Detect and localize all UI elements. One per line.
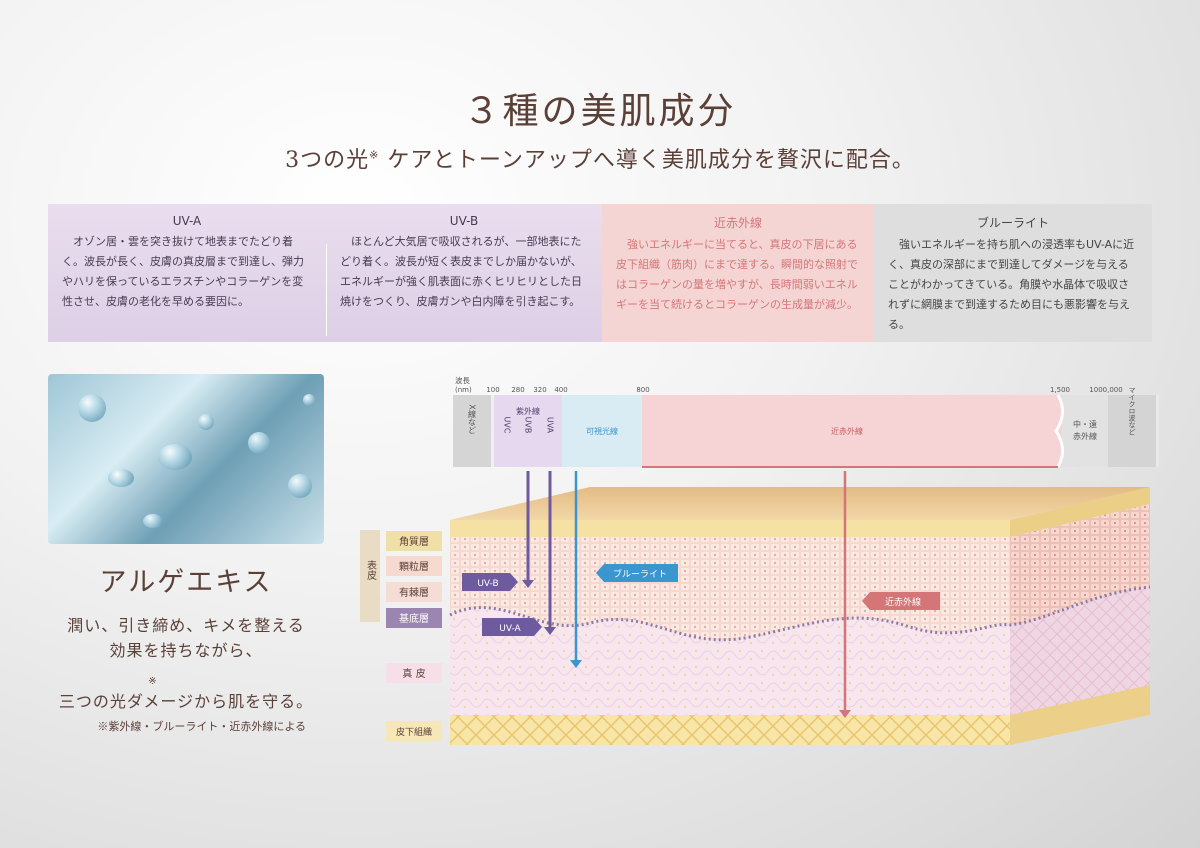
uvb-tag-label: UV-B: [477, 579, 498, 589]
info-box-uvb: UV-B ほとんど大気居で吸収されるが、一部地表にたどり着く。波長が短く表皮まで…: [326, 204, 602, 342]
light-penetration-diagram: 波長 (nm) 100 280 320 400 800 1,500 1000,0…: [360, 375, 1159, 745]
tick-label: 100: [486, 386, 499, 394]
skin-top-surface: [450, 487, 1150, 520]
subtitle-pre: 3つの光: [285, 148, 370, 173]
water-drop: [303, 394, 315, 406]
blue-light-tag: [596, 564, 678, 582]
uva-tag-label: UV-A: [499, 624, 521, 634]
layer-label-granular: 顆粒層: [399, 560, 429, 573]
ingredient-footnote: ※紫外線・ブルーライト・近赤外線による: [97, 720, 306, 733]
layer-box-spinous: [386, 582, 442, 602]
water-drop: [158, 444, 192, 470]
mid-far-ir-label-2: 赤外線: [1073, 431, 1097, 441]
info-box-text: 強いエネルギーを持ち肌への浸透率もUV-Aに近く、真皮の深部にまで到達してダメー…: [888, 238, 1135, 331]
uv-label: 紫外線: [516, 406, 540, 416]
layer-label-basal: 基底層: [399, 612, 429, 625]
dermis: [450, 607, 1010, 715]
penetration-arrows: [522, 471, 851, 718]
blue-light-tag-label: ブルーライト: [613, 568, 667, 580]
info-box-heading: UV-A: [172, 214, 202, 228]
stratum-corneum-side: [1010, 487, 1150, 537]
spectrum-mid-far-ir-band: [1062, 395, 1108, 467]
ingredient-desc-line2: 効果を持ちながら、: [109, 641, 263, 660]
axis-label: 波長: [455, 375, 470, 385]
ray-tags: UV-B UV-A ブルーライト 近赤外線: [462, 564, 940, 636]
uvb-label: UVB: [524, 417, 533, 434]
near-ir-tag: [862, 592, 940, 610]
layer-labels: 表皮 角質層 顆粒層 有棘層 基底層 真 皮 皮下組織: [360, 530, 442, 741]
tick-label: 1,500: [1050, 386, 1070, 394]
skin-block: [449, 487, 1151, 745]
dermis-side: [1010, 587, 1150, 715]
near-ir-tag-label: 近赤外線: [885, 596, 921, 608]
axis-unit: (nm): [455, 386, 472, 394]
layer-label-corneum: 角質層: [399, 535, 429, 548]
layer-label-subcutis: 皮下組織: [396, 726, 432, 738]
water-drop: [143, 514, 163, 528]
page-subtitle: 3つの光※ ケアとトーンアップへ導く美肌成分を贅沢に配合。: [0, 142, 1200, 174]
ingredient-desc-line3: 三つの光ダメージから肌を守る。: [58, 692, 314, 711]
info-box-heading: UV-B: [449, 214, 479, 228]
tick-label: 320: [533, 386, 546, 394]
box-divider: [326, 244, 327, 336]
tick-label: 800: [636, 386, 649, 394]
spectrum-xray-band: [453, 395, 491, 467]
uvb-tag: [462, 573, 518, 591]
info-box-heading: 近赤外線: [713, 216, 762, 230]
spectrum-bar: 波長 (nm) 100 280 320 400 800 1,500 1000,0…: [453, 375, 1159, 468]
mid-far-ir-label-1: 中・遠: [1073, 419, 1097, 429]
subcutaneous-side: [1010, 685, 1150, 745]
xray-label: X線など: [468, 404, 477, 434]
light-info-boxes: UV-A オゾン居・雲を突き抜けて地表までたどり着く。波長が長く、皮膚の真皮層ま…: [48, 204, 1152, 342]
layer-box-corneum: [386, 531, 442, 551]
spectrum-visible-band: [562, 395, 642, 467]
uva-label: UVA: [546, 417, 555, 434]
info-box-text: ほとんど大気居で吸収されるが、一部地表にたどり着く。波長が短く表皮までしか届かな…: [340, 235, 582, 308]
water-drop: [198, 414, 214, 430]
subcutaneous-tissue: [450, 715, 1010, 745]
layer-box-dermis: [386, 663, 442, 683]
epidermis-label: 表皮: [365, 559, 377, 581]
uvb-arrow-head: [522, 580, 534, 588]
water-drop: [248, 432, 270, 454]
ingredient-desc-line1: 潤い、引き締め、キメを整える: [67, 616, 305, 635]
layer-label-dermis: 真 皮: [402, 667, 425, 680]
uva-arrow-head: [544, 627, 556, 635]
micro-label: マイクロ波など: [1128, 387, 1136, 436]
epidermis-bracket: [360, 530, 380, 622]
ingredient-footnote-mark: ※: [148, 676, 158, 687]
info-box-text: 強いエネルギーに当てると、真皮の下居にある皮下組織（筋肉）にまで達する。瞬間的な…: [616, 238, 858, 311]
ingredient-name: アルゲエキス: [99, 567, 273, 598]
near-ir-label: 近赤外線: [831, 426, 863, 436]
water-drop: [108, 469, 134, 487]
blue-light-arrow-head: [570, 660, 582, 668]
info-box-heading: ブルーライト: [976, 216, 1049, 230]
visible-label: 可視光線: [586, 426, 618, 436]
spectrum-near-ir-band: [642, 395, 1062, 467]
layer-box-subcutis: [386, 721, 442, 741]
tick-label: 1000,000: [1089, 386, 1122, 394]
info-box-text: オゾン居・雲を突き抜けて地表までたどり着く。波長が長く、皮膚の真皮層まで到達し、…: [62, 235, 304, 308]
tick-label: 400: [554, 386, 567, 394]
info-box-uva: UV-A オゾン居・雲を突き抜けて地表までたどり着く。波長が長く、皮膚の真皮層ま…: [48, 204, 326, 342]
tick-label: 280: [511, 386, 524, 394]
info-box-blue-light: ブルーライト 強いエネルギーを持ち肌への浸透率もUV-Aに近く、真皮の深部にまで…: [874, 204, 1152, 342]
uva-tag: [482, 618, 542, 636]
layer-label-spinous: 有棘層: [399, 586, 429, 599]
layer-box-granular: [386, 556, 442, 576]
water-drop: [78, 394, 106, 422]
page-title: ３種の美肌成分: [463, 91, 737, 132]
uvc-label: UVC: [503, 417, 512, 434]
stratum-corneum: [450, 520, 1010, 537]
near-ir-arrow-head: [839, 710, 851, 718]
spectrum-uv-band: [494, 395, 562, 467]
subtitle-footnote-mark: ※: [369, 148, 380, 162]
spectrum-micro-band: [1108, 395, 1156, 467]
subtitle-post: ケアとトーンアップへ導く美肌成分を贅沢に配合。: [387, 148, 915, 173]
axis-break-mark: [1054, 394, 1064, 468]
layer-box-basal: [386, 608, 442, 628]
water-drop-photo: [48, 374, 324, 544]
water-drop: [288, 474, 312, 498]
info-box-near-infrared: 近赤外線 強いエネルギーに当てると、真皮の下居にある皮下組織（筋肉）にまで達する…: [602, 204, 874, 342]
